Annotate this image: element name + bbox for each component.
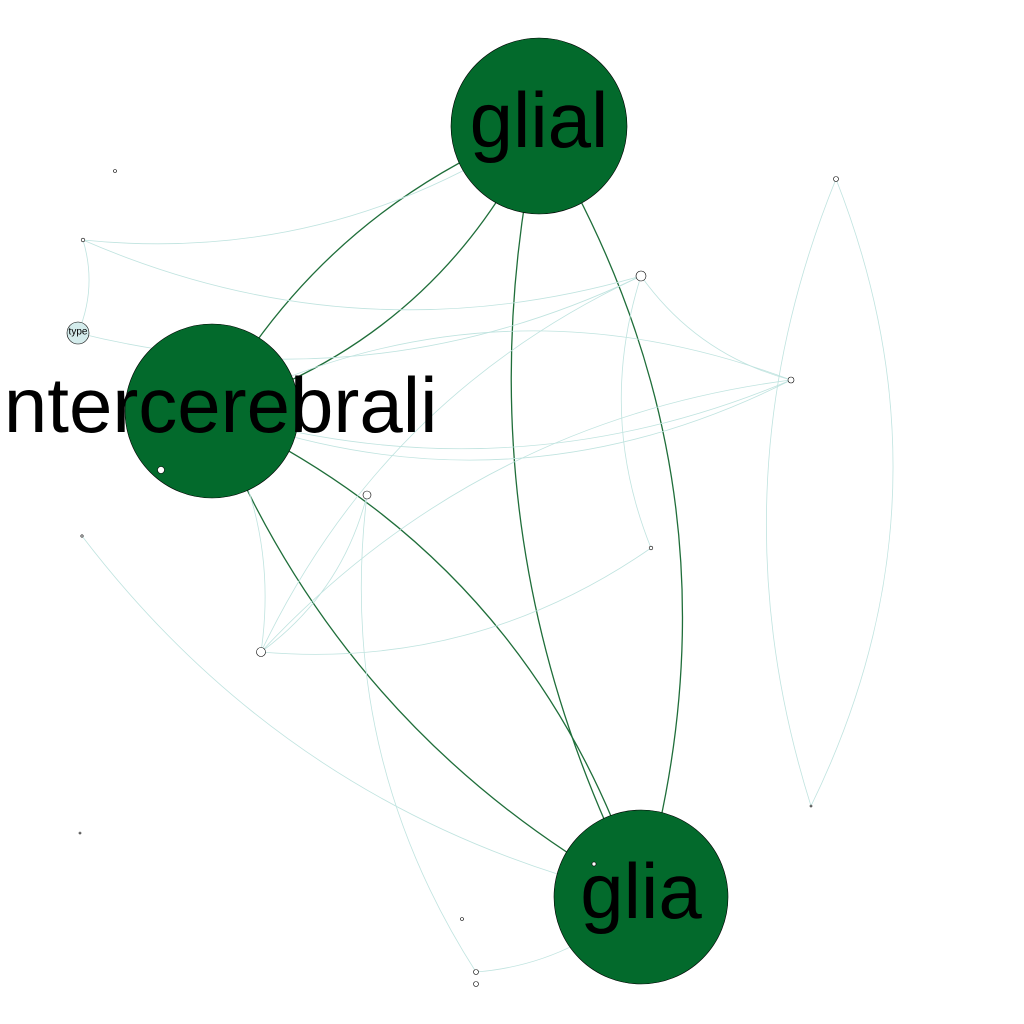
node-n-midright[interactable]	[648, 545, 654, 551]
edges-layer	[77, 125, 894, 973]
node-n-right[interactable]	[787, 376, 795, 384]
edge-n-cell-n-midright	[620, 275, 652, 549]
node-circle-n-bottom-a[interactable]	[460, 917, 464, 921]
node-n-left-d[interactable]	[78, 831, 82, 835]
node-circle-n-bottom-b[interactable]	[473, 969, 479, 975]
edge-glial-glia	[538, 125, 684, 898]
node-circle-glia[interactable]	[553, 809, 729, 985]
node-circle-n-far-right[interactable]	[809, 804, 813, 808]
node-n-left-c[interactable]	[80, 534, 84, 538]
node-n-glia-dot[interactable]	[591, 861, 597, 867]
node-circle-intercerebrali[interactable]	[124, 323, 300, 499]
node-circle-n-lowleft[interactable]	[256, 647, 266, 657]
node-circle-n-left-d[interactable]	[78, 831, 82, 835]
node-circle-n-left-b[interactable]	[80, 237, 86, 243]
node-n-bottom-c[interactable]	[473, 981, 479, 987]
node-n-left-a[interactable]	[113, 169, 117, 173]
node-n-bottom-a[interactable]	[460, 917, 464, 921]
node-glial[interactable]: glial	[450, 37, 628, 215]
node-n-bottom-b[interactable]	[473, 969, 479, 975]
node-label-glial: glial	[470, 76, 609, 164]
edge-n-lowleft-n-mid	[260, 494, 368, 653]
node-glia[interactable]: glia	[553, 809, 729, 985]
node-circle-n-left-c[interactable]	[80, 534, 84, 538]
node-circle-n-inner[interactable]	[157, 466, 165, 474]
node-intercerebrali[interactable]: intercerebrali	[0, 323, 437, 499]
node-label-intercerebrali: intercerebrali	[0, 361, 437, 449]
edge-intercerebrali-glia	[211, 410, 642, 898]
node-n-left-b[interactable]	[80, 237, 86, 243]
node-n-mid[interactable]	[362, 490, 372, 500]
node-label-type: type	[69, 327, 88, 338]
edge-n-topright-n-far-right	[810, 178, 894, 807]
nodes-layer: glial intercerebrali glia type	[0, 37, 839, 987]
node-circle-n-cell[interactable]	[635, 270, 647, 282]
node-n-lowleft[interactable]	[256, 647, 266, 657]
node-circle-n-glia-dot[interactable]	[591, 861, 597, 867]
edge-n-left-c-glia	[81, 535, 642, 898]
edge-n-left-b-n-cell	[82, 239, 642, 311]
edge-n-cell-n-right	[640, 275, 792, 381]
node-circle-n-bottom-c[interactable]	[473, 981, 479, 987]
node-n-cell[interactable]	[635, 270, 647, 282]
node-circle-glial[interactable]	[450, 37, 628, 215]
edge-type-n-left-b	[77, 239, 90, 334]
node-circle-n-mid[interactable]	[362, 490, 372, 500]
node-label-glia: glia	[580, 847, 702, 935]
edge-n-cell-n-lowleft	[260, 275, 642, 653]
node-circle-n-right[interactable]	[787, 376, 795, 384]
node-circle-n-left-a[interactable]	[113, 169, 117, 173]
node-n-topright[interactable]	[833, 176, 839, 182]
edge-n-topright-n-far-right	[766, 178, 837, 807]
node-n-inner[interactable]	[157, 466, 165, 474]
edge-n-lowleft-n-midright	[260, 547, 652, 655]
node-circle-type[interactable]	[66, 321, 90, 345]
node-type[interactable]: type	[66, 321, 90, 345]
node-circle-n-topright[interactable]	[833, 176, 839, 182]
edge-intercerebrali-glia	[211, 410, 642, 898]
edge-n-mid-n-bottom-b	[360, 494, 477, 973]
edge-n-right-n-lowleft	[260, 379, 792, 653]
edge-glial-glia	[510, 125, 642, 898]
node-circle-n-midright[interactable]	[648, 545, 654, 551]
node-n-far-right[interactable]	[809, 804, 813, 808]
